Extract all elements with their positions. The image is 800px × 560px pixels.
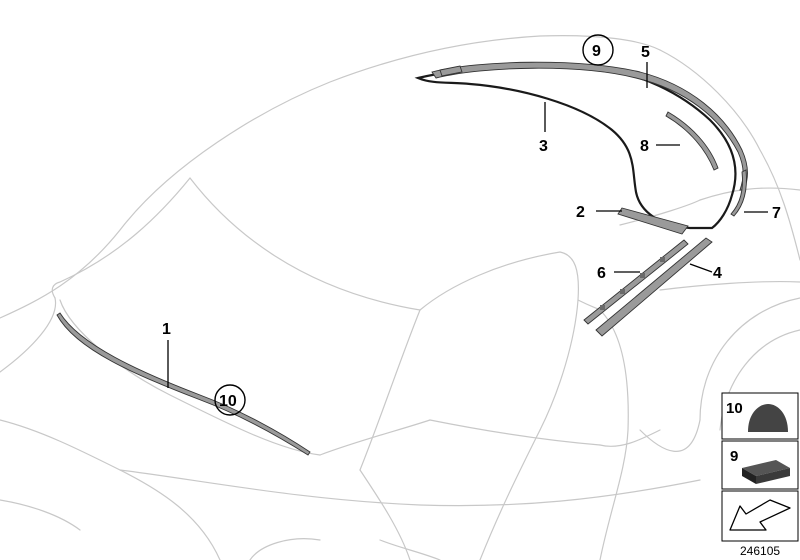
callout-2: 2 [576,204,585,221]
lower-strip-part [595,237,713,337]
dome-cap-icon [748,404,788,432]
rear-trim-part [730,169,747,217]
block-icon [742,460,790,484]
callout-9-circle [582,34,614,66]
callout-1: 1 [162,321,171,338]
legend: 10 9 [721,392,799,542]
car-outline [0,35,800,560]
callout-6: 6 [597,265,606,282]
diagram-id: 246105 [740,544,780,558]
callout-8: 8 [640,138,649,155]
callout-9: 9 [592,43,601,60]
callout-10: 10 [219,393,237,410]
windshield-moulding-part [56,312,311,456]
roof-trim-outer-part [431,61,748,191]
cover-piece-part [617,207,689,235]
leader-lines [167,62,768,388]
block-part [439,65,463,77]
callout-10-circle [214,384,246,416]
callout-3: 3 [539,138,548,155]
callout-4: 4 [713,265,722,282]
legend-label-9: 9 [730,448,738,465]
inner-trim-part [665,111,719,171]
callout-5: 5 [641,44,650,61]
clip-marks [600,257,665,310]
arrow-icon [729,499,791,531]
clip-strip-part [583,239,689,325]
legend-label-10: 10 [726,400,743,417]
callout-7: 7 [772,205,781,222]
